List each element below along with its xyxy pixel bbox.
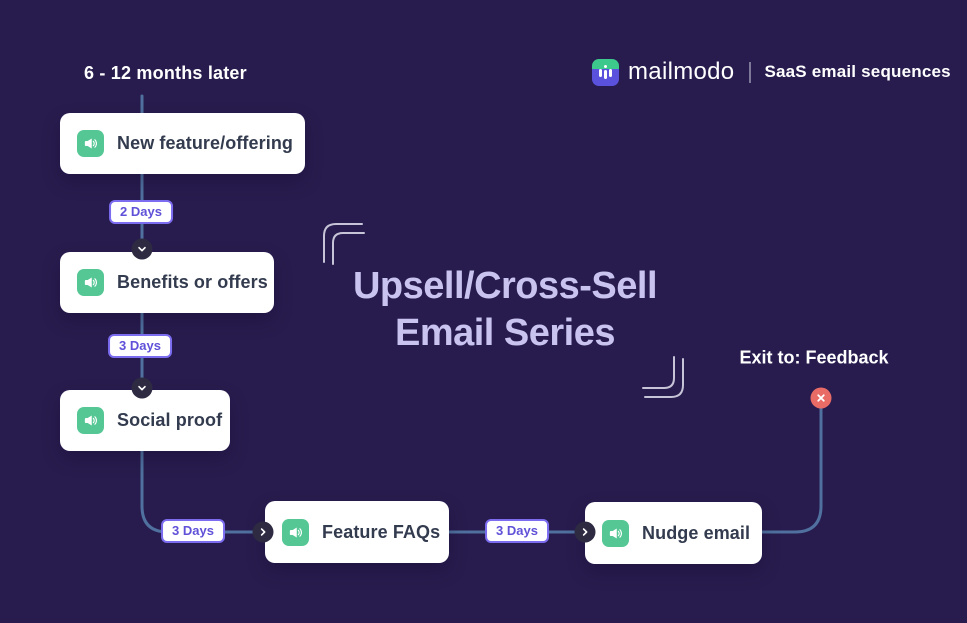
megaphone-icon [602,519,629,547]
flow-node-nudge-email: Nudge email [585,502,762,564]
series-title-line1: Upsell/Cross-Sell [352,265,658,307]
flow-node-new-feature: New feature/offering [60,113,305,174]
decorative-corner-bracket-bottom-right [642,356,684,398]
flow-node-label: New feature/offering [117,133,294,153]
brand-name: mailmodo [628,58,735,85]
flow-node-label: Feature FAQs [322,521,441,542]
delay-badge: 3 Days [161,519,225,543]
brand-header: mailmodo SaaS email sequences [592,58,951,86]
brand-tagline: SaaS email sequences [764,62,951,81]
flow-node-social-proof: Social proof [60,390,230,451]
chevron-down-icon [131,238,153,260]
connector-nudge-to-exit [760,406,823,534]
delay-badge: 3 Days [485,519,549,543]
chevron-right-icon [574,521,596,543]
megaphone-icon [77,130,104,157]
megaphone-icon [282,518,309,546]
series-title-line2: Email Series [394,312,616,354]
timeline-label: 6 - 12 months later [84,63,247,83]
x-icon [810,387,832,409]
series-title: Upsell/Cross-Sell Email Series [305,263,705,357]
flow-node-benefits: Benefits or offers [60,252,274,313]
exit-label: Exit to: Feedback [739,347,889,368]
flow-node-label: Nudge email [642,522,751,543]
chevron-down-icon [131,377,153,399]
megaphone-icon [77,407,104,434]
megaphone-icon [77,269,104,296]
mailmodo-logo-icon [592,58,619,86]
delay-badge: 2 Days [109,200,173,224]
flow-node-feature-faqs: Feature FAQs [265,501,449,563]
chevron-right-icon [252,521,274,543]
brand-divider [749,61,752,83]
flow-node-label: Benefits or offers [117,272,268,292]
delay-badge: 3 Days [108,334,172,358]
decorative-corner-bracket-top-left [323,223,365,265]
flow-node-label: Social proof [117,410,223,430]
